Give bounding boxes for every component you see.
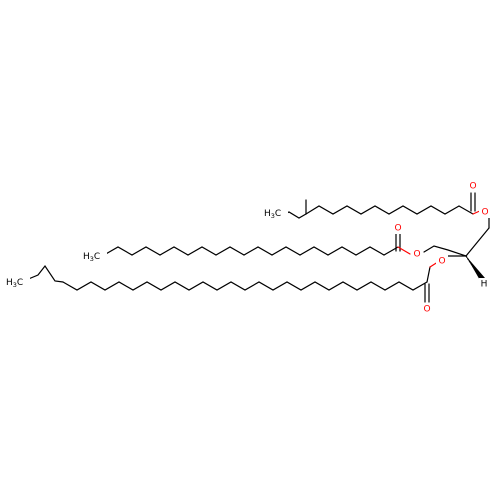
svg-text:H3C: H3C (264, 209, 281, 221)
svg-text:H3C: H3C (83, 252, 100, 264)
svg-text:O: O (469, 182, 476, 192)
svg-text:O: O (413, 250, 420, 260)
stereo-wedge (465, 255, 485, 283)
svg-text:O: O (394, 224, 401, 234)
upper-acyl-chain (277, 192, 490, 229)
svg-text:O: O (423, 305, 430, 315)
middle-carbonyl-oxygen: O (392, 222, 404, 234)
stereo-hydrogen-label: H (479, 278, 489, 290)
svg-text:H: H (481, 280, 488, 290)
middle-ester-oxygen: O (411, 248, 423, 260)
lower-ester-oxygen: O (436, 255, 448, 267)
middle-methyl-label: H3C (81, 248, 107, 263)
upper-methyl-label: H3C (262, 206, 288, 220)
lower-methyl-label: H3C (4, 275, 30, 289)
svg-text:O: O (481, 208, 488, 218)
svg-text:O: O (438, 257, 445, 267)
lower-acyl-chain (25, 255, 467, 303)
upper-carbonyl-oxygen: O (467, 180, 479, 192)
middle-acyl-chain (103, 227, 490, 257)
lower-carbonyl-oxygen: O (421, 303, 433, 315)
svg-text:H3C: H3C (6, 278, 23, 290)
upper-ester-oxygen: O (479, 206, 491, 218)
